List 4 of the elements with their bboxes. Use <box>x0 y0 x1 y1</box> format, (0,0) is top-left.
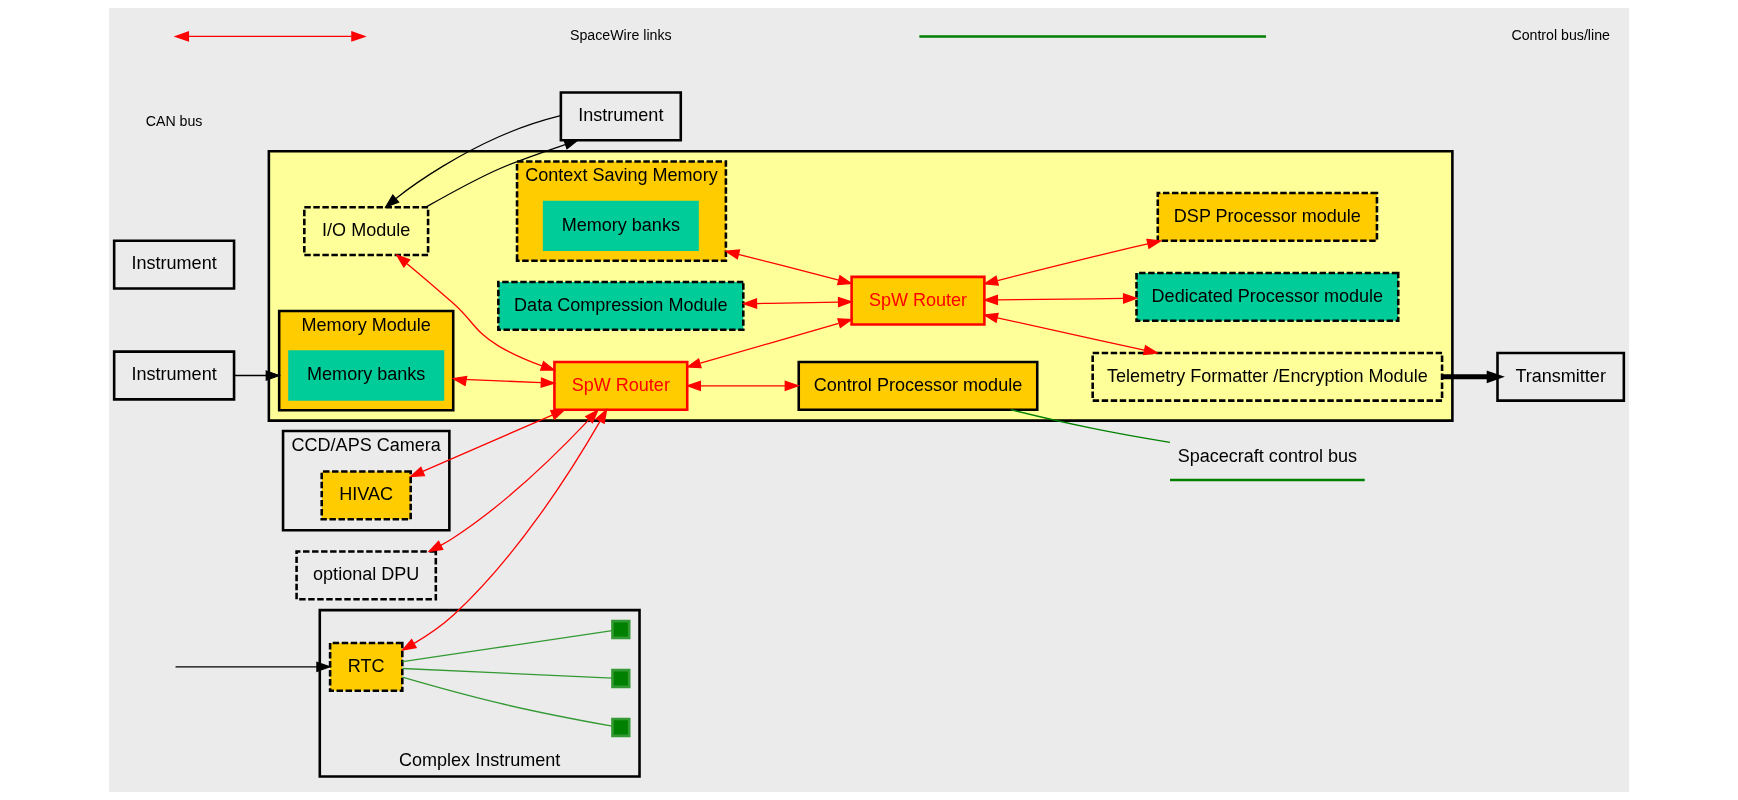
legend-label: Control bus/line <box>1511 27 1610 44</box>
node-text: Spacecraft control bus <box>1177 445 1358 466</box>
legend-label: SpaceWire links <box>570 27 672 44</box>
label: CAN bus <box>145 113 203 130</box>
